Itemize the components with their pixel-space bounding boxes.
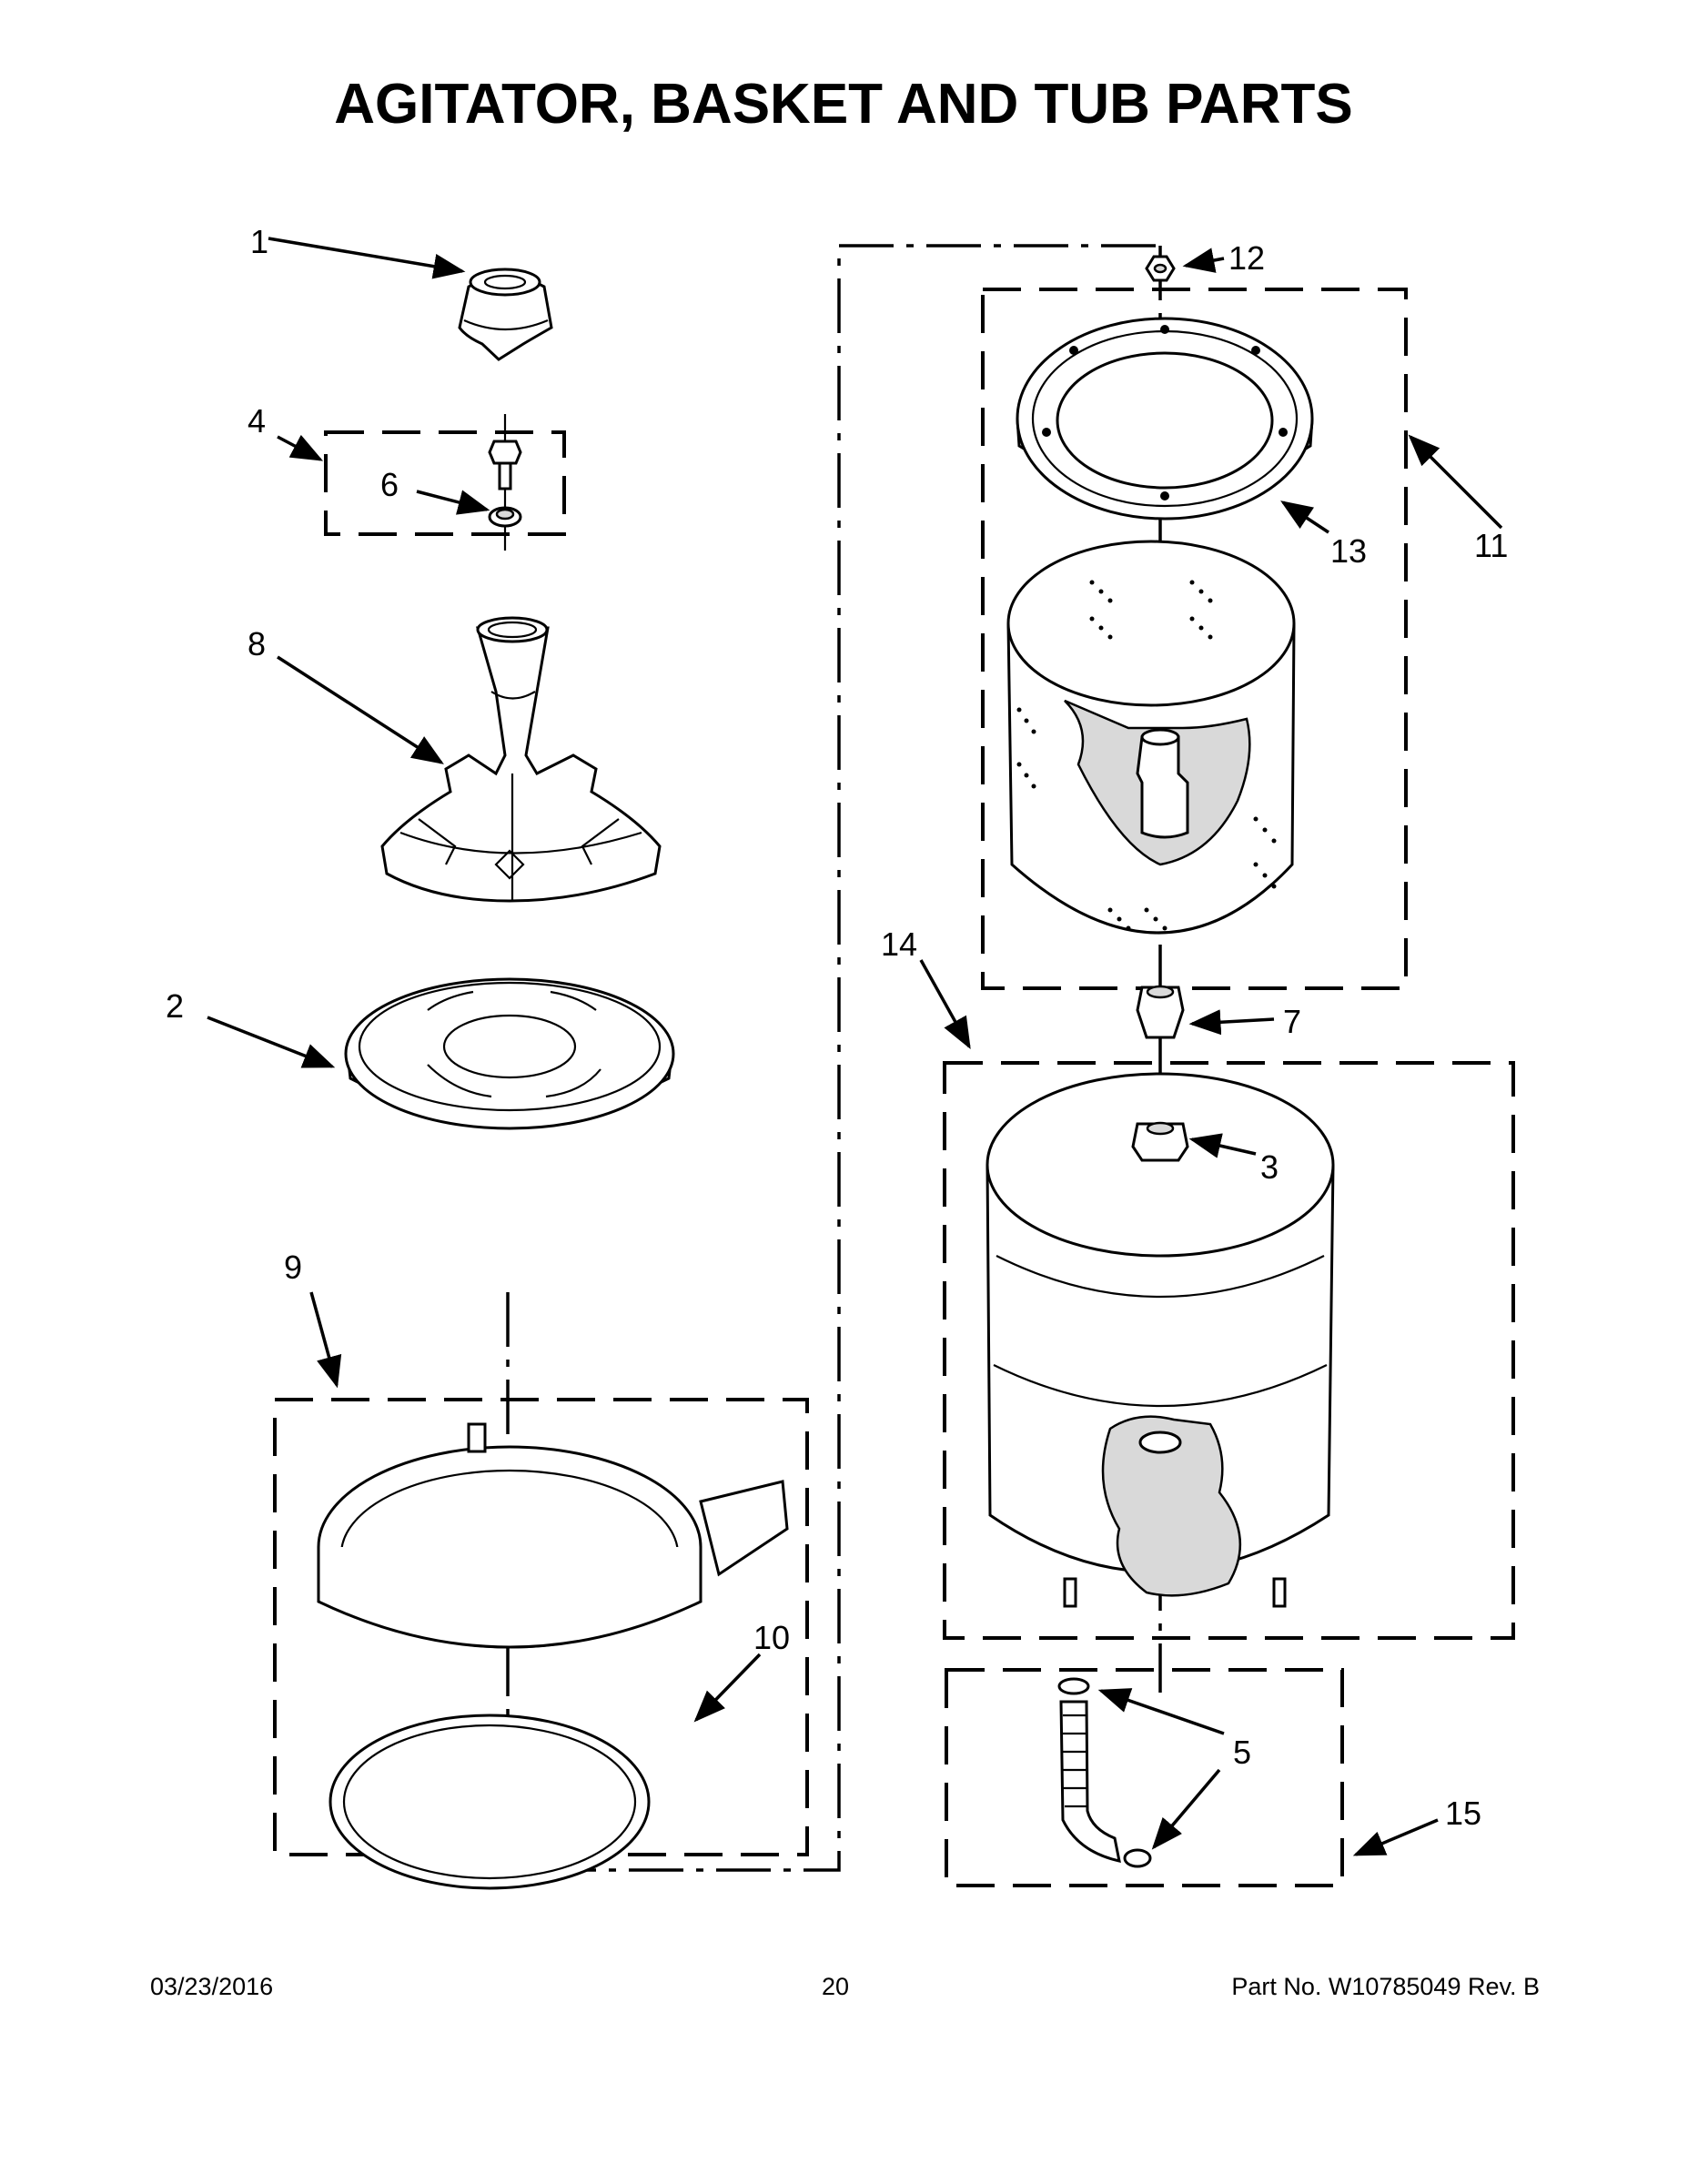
part-nut-12 xyxy=(1145,255,1176,282)
kit-box-14 xyxy=(943,1061,1515,1640)
leader-11 xyxy=(1408,434,1503,530)
kit-box-15 xyxy=(945,1668,1344,1887)
callout-8: 8 xyxy=(248,625,266,662)
part-drain-hose xyxy=(1057,1677,1152,1868)
leader-4 xyxy=(277,434,324,461)
leader-10 xyxy=(693,1653,762,1723)
footer-part-number: Part No. W10785049 Rev. B xyxy=(1231,1973,1540,2000)
leader-3 xyxy=(1188,1133,1257,1158)
leader-9 xyxy=(309,1291,342,1389)
callout-9: 9 xyxy=(284,1249,302,1286)
footer-date: 03/23/2016 xyxy=(150,1973,273,2000)
callout-7: 7 xyxy=(1283,1003,1301,1040)
leader-5b xyxy=(1151,1768,1221,1850)
part-balance-ring xyxy=(1016,317,1314,521)
leader-1 xyxy=(268,237,466,279)
part-tub-ring xyxy=(317,1422,789,1890)
footer-page-number: 20 xyxy=(822,1973,849,2000)
callout-10: 10 xyxy=(753,1619,790,1656)
leader-14 xyxy=(919,959,971,1050)
part-plate xyxy=(344,977,675,1130)
callout-5: 5 xyxy=(1233,1734,1251,1771)
callout-13: 13 xyxy=(1330,532,1367,570)
part-drive-block xyxy=(1136,985,1185,1039)
callout-4: 4 xyxy=(248,402,266,440)
leader-7 xyxy=(1188,1009,1275,1036)
leader-8 xyxy=(277,655,444,764)
callout-14: 14 xyxy=(881,925,917,963)
part-agitator xyxy=(380,616,662,903)
leader-2 xyxy=(207,1016,336,1068)
callout-11: 11 xyxy=(1474,527,1508,564)
leader-6 xyxy=(416,490,490,515)
leader-5a xyxy=(1097,1688,1225,1735)
callout-1: 1 xyxy=(250,223,268,260)
page-title: AGITATOR, BASKET AND TUB PARTS xyxy=(334,73,1352,136)
leader-12 xyxy=(1182,248,1225,273)
leader-13 xyxy=(1280,500,1329,534)
callout-6: 6 xyxy=(380,466,399,503)
callout-2: 2 xyxy=(166,987,184,1025)
part-outer-tub xyxy=(986,1072,1335,1608)
callout-15: 15 xyxy=(1445,1795,1481,1832)
callout-12: 12 xyxy=(1228,239,1265,277)
part-bolt-and-washer xyxy=(488,414,522,551)
callout-3: 3 xyxy=(1260,1148,1279,1186)
part-basket xyxy=(1006,540,1296,935)
kit-box-4 xyxy=(324,430,566,536)
part-agitator-cap xyxy=(458,268,553,361)
leader-15 xyxy=(1352,1818,1439,1856)
kit-box-11 xyxy=(981,288,1408,990)
